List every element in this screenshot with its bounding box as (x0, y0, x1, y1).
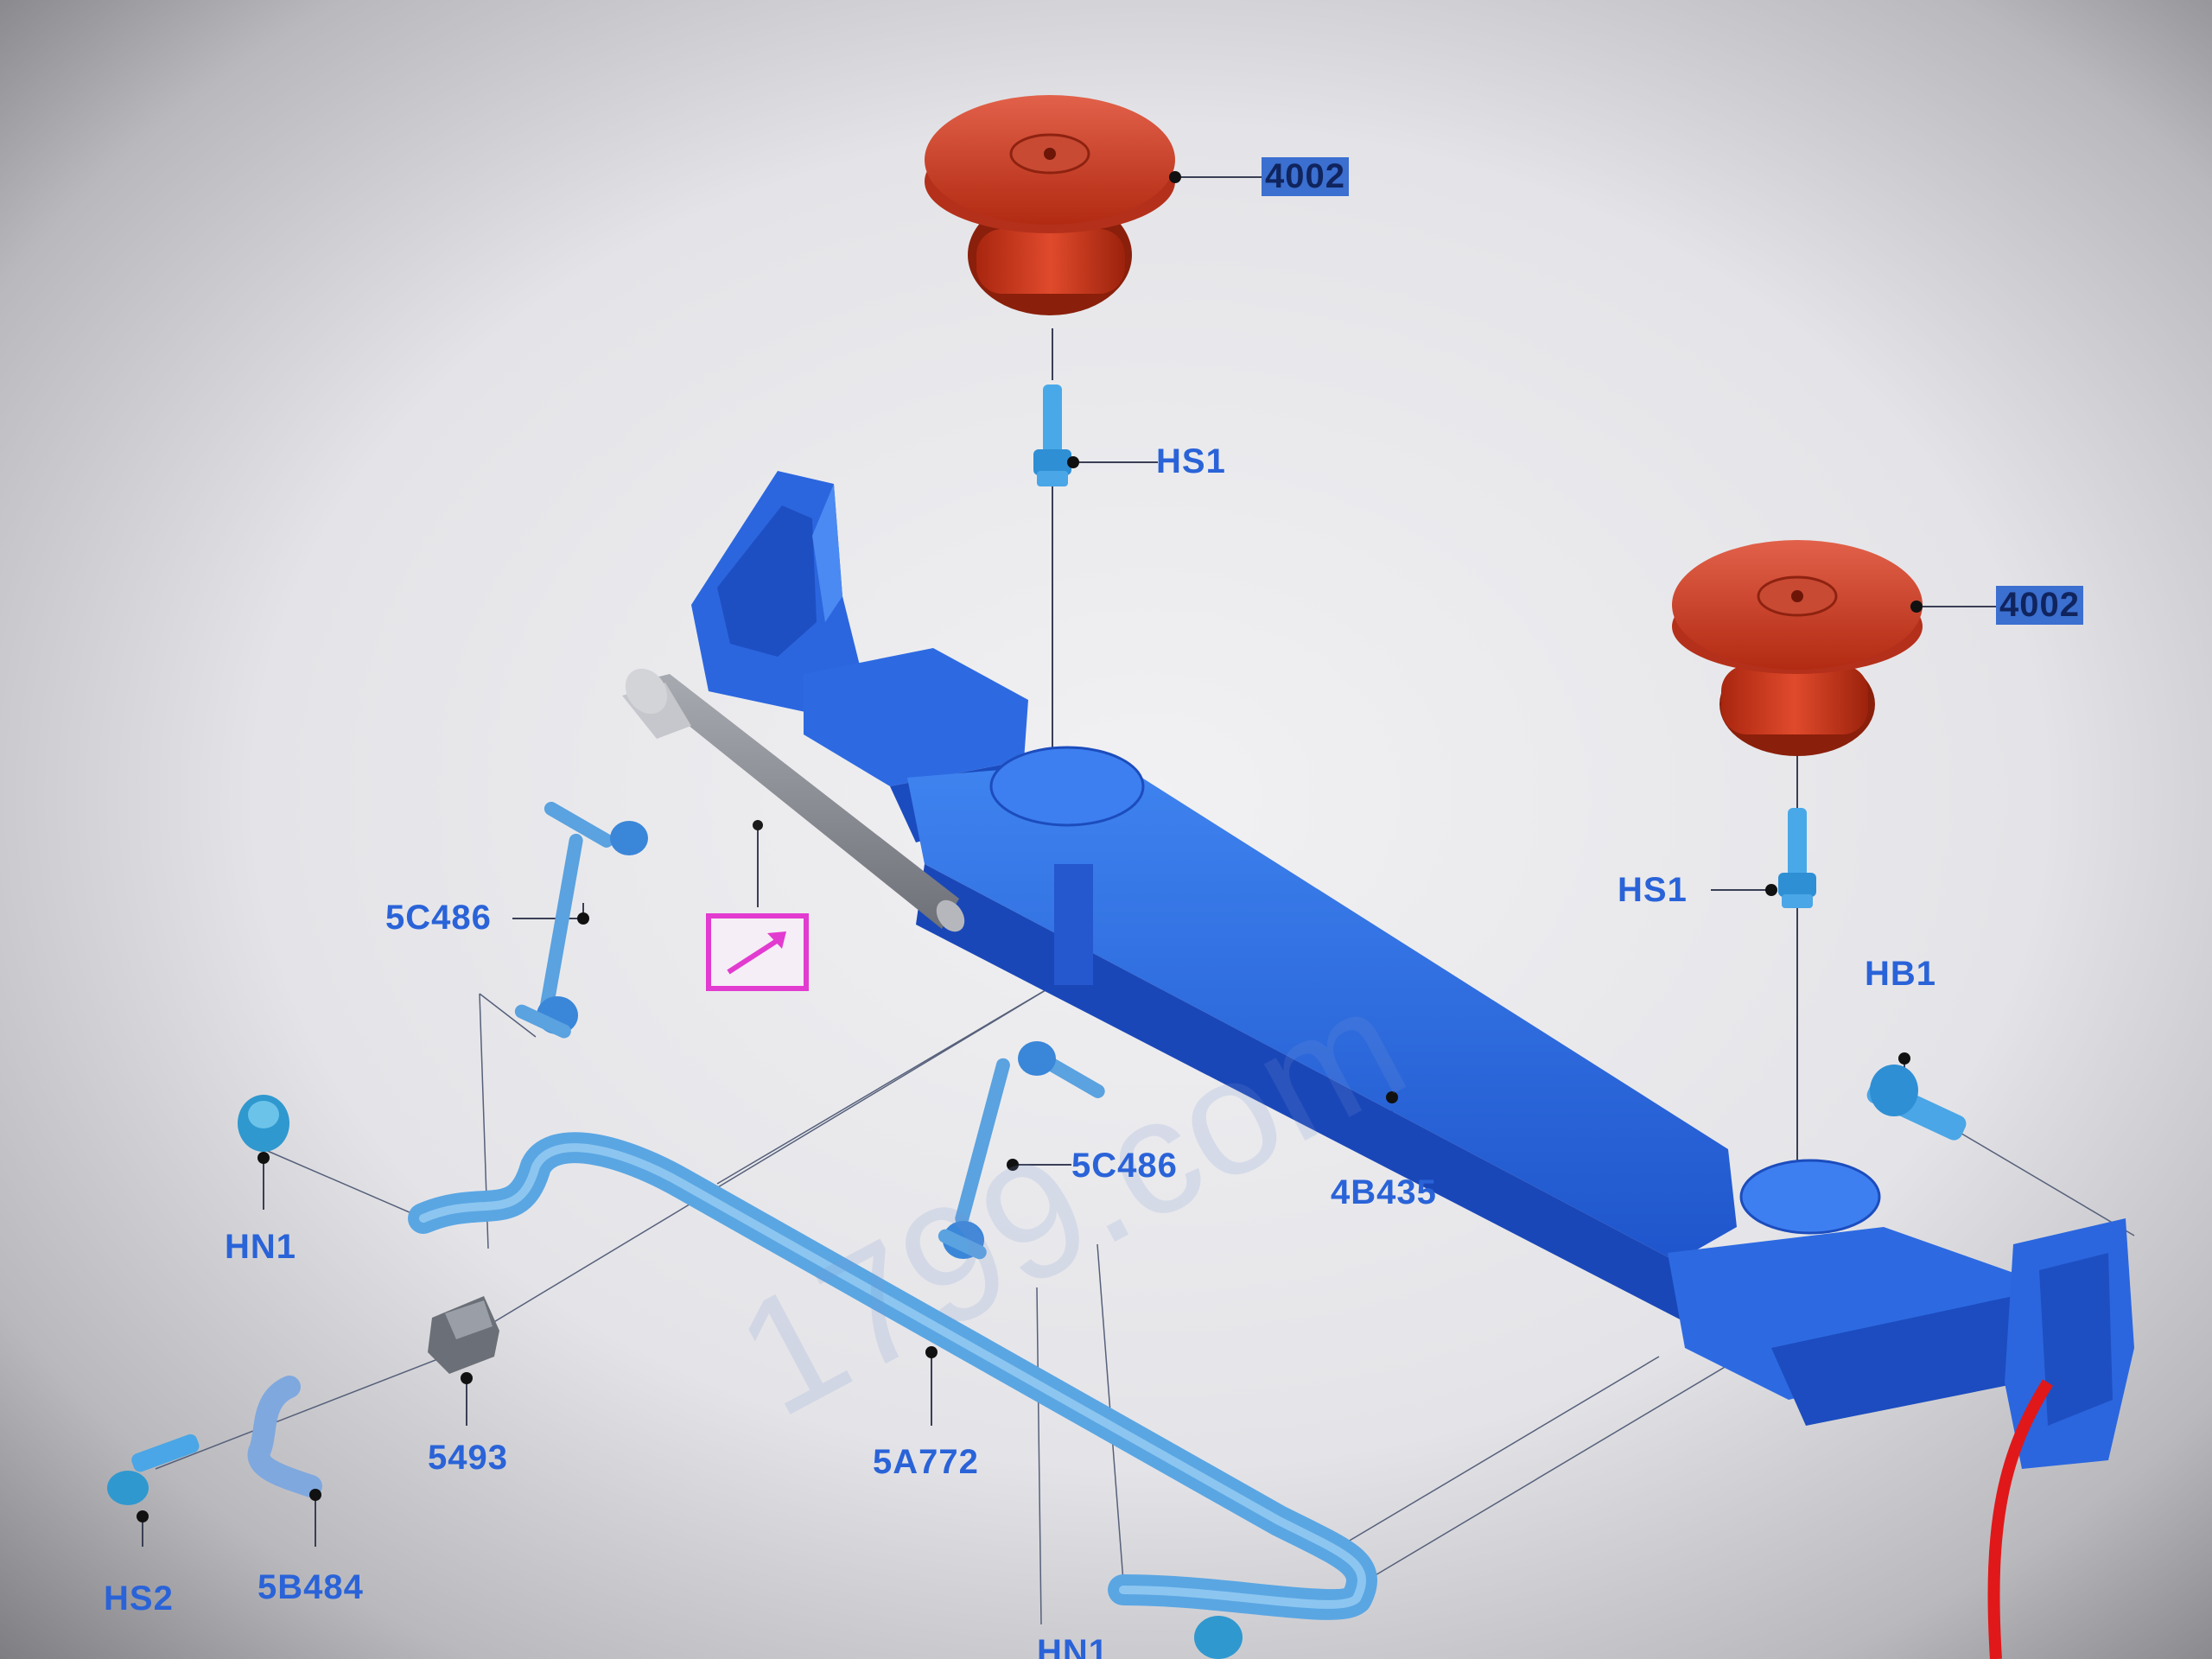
callout-4002-right[interactable]: 4002 (1996, 586, 2083, 625)
callout-5c486-mid[interactable]: 5C486 (1071, 1147, 1178, 1185)
bolt-hs2[interactable] (107, 1433, 201, 1505)
callout-hb1[interactable]: HB1 (1865, 955, 1937, 993)
callout-4002-top[interactable]: 4002 (1262, 157, 1349, 196)
callout-5c486-left[interactable]: 5C486 (385, 899, 492, 937)
crossmember-4b435[interactable] (691, 471, 2134, 1469)
bolt-hs1-right[interactable] (1778, 808, 1816, 908)
explode-lines (155, 984, 2135, 1625)
bushing-5493[interactable] (428, 1296, 499, 1374)
callout-hs1-right[interactable]: HS1 (1618, 871, 1688, 909)
bolt-hb1[interactable] (1864, 1065, 1968, 1143)
callout-hs2[interactable]: HS2 (104, 1580, 174, 1618)
rubber-mount-4002-right[interactable] (1672, 540, 1923, 756)
stabilizer-bar-5a772[interactable] (408, 1132, 1377, 1620)
callout-5493[interactable]: 5493 (428, 1439, 508, 1477)
red-cable (1987, 1379, 2053, 1659)
nut-hn1-left[interactable] (238, 1095, 289, 1152)
rubber-mount-4002-top[interactable] (925, 95, 1175, 315)
nut-hn1-bottom[interactable] (1194, 1616, 1243, 1659)
callout-dot-damper (753, 820, 763, 830)
callout-5a772[interactable]: 5A772 (873, 1443, 979, 1481)
stabilizer-link-5c486-mid[interactable] (936, 1041, 1107, 1262)
arrow-link-icon[interactable] (706, 913, 809, 991)
stabilizer-link-5c486-left[interactable] (512, 799, 648, 1040)
callout-5b484[interactable]: 5B484 (257, 1568, 364, 1606)
callout-4b435[interactable]: 4B435 (1331, 1173, 1437, 1211)
callout-hn1-bottom[interactable]: HN1 (1037, 1633, 1109, 1659)
shock-absorber[interactable] (617, 660, 970, 937)
callout-hs1-top[interactable]: HS1 (1156, 442, 1226, 480)
clamp-5b484[interactable] (247, 1376, 322, 1497)
callout-hn1-left[interactable]: HN1 (225, 1228, 297, 1266)
callout-dots (137, 171, 1923, 1522)
bolt-hs1-top[interactable] (1033, 385, 1071, 486)
